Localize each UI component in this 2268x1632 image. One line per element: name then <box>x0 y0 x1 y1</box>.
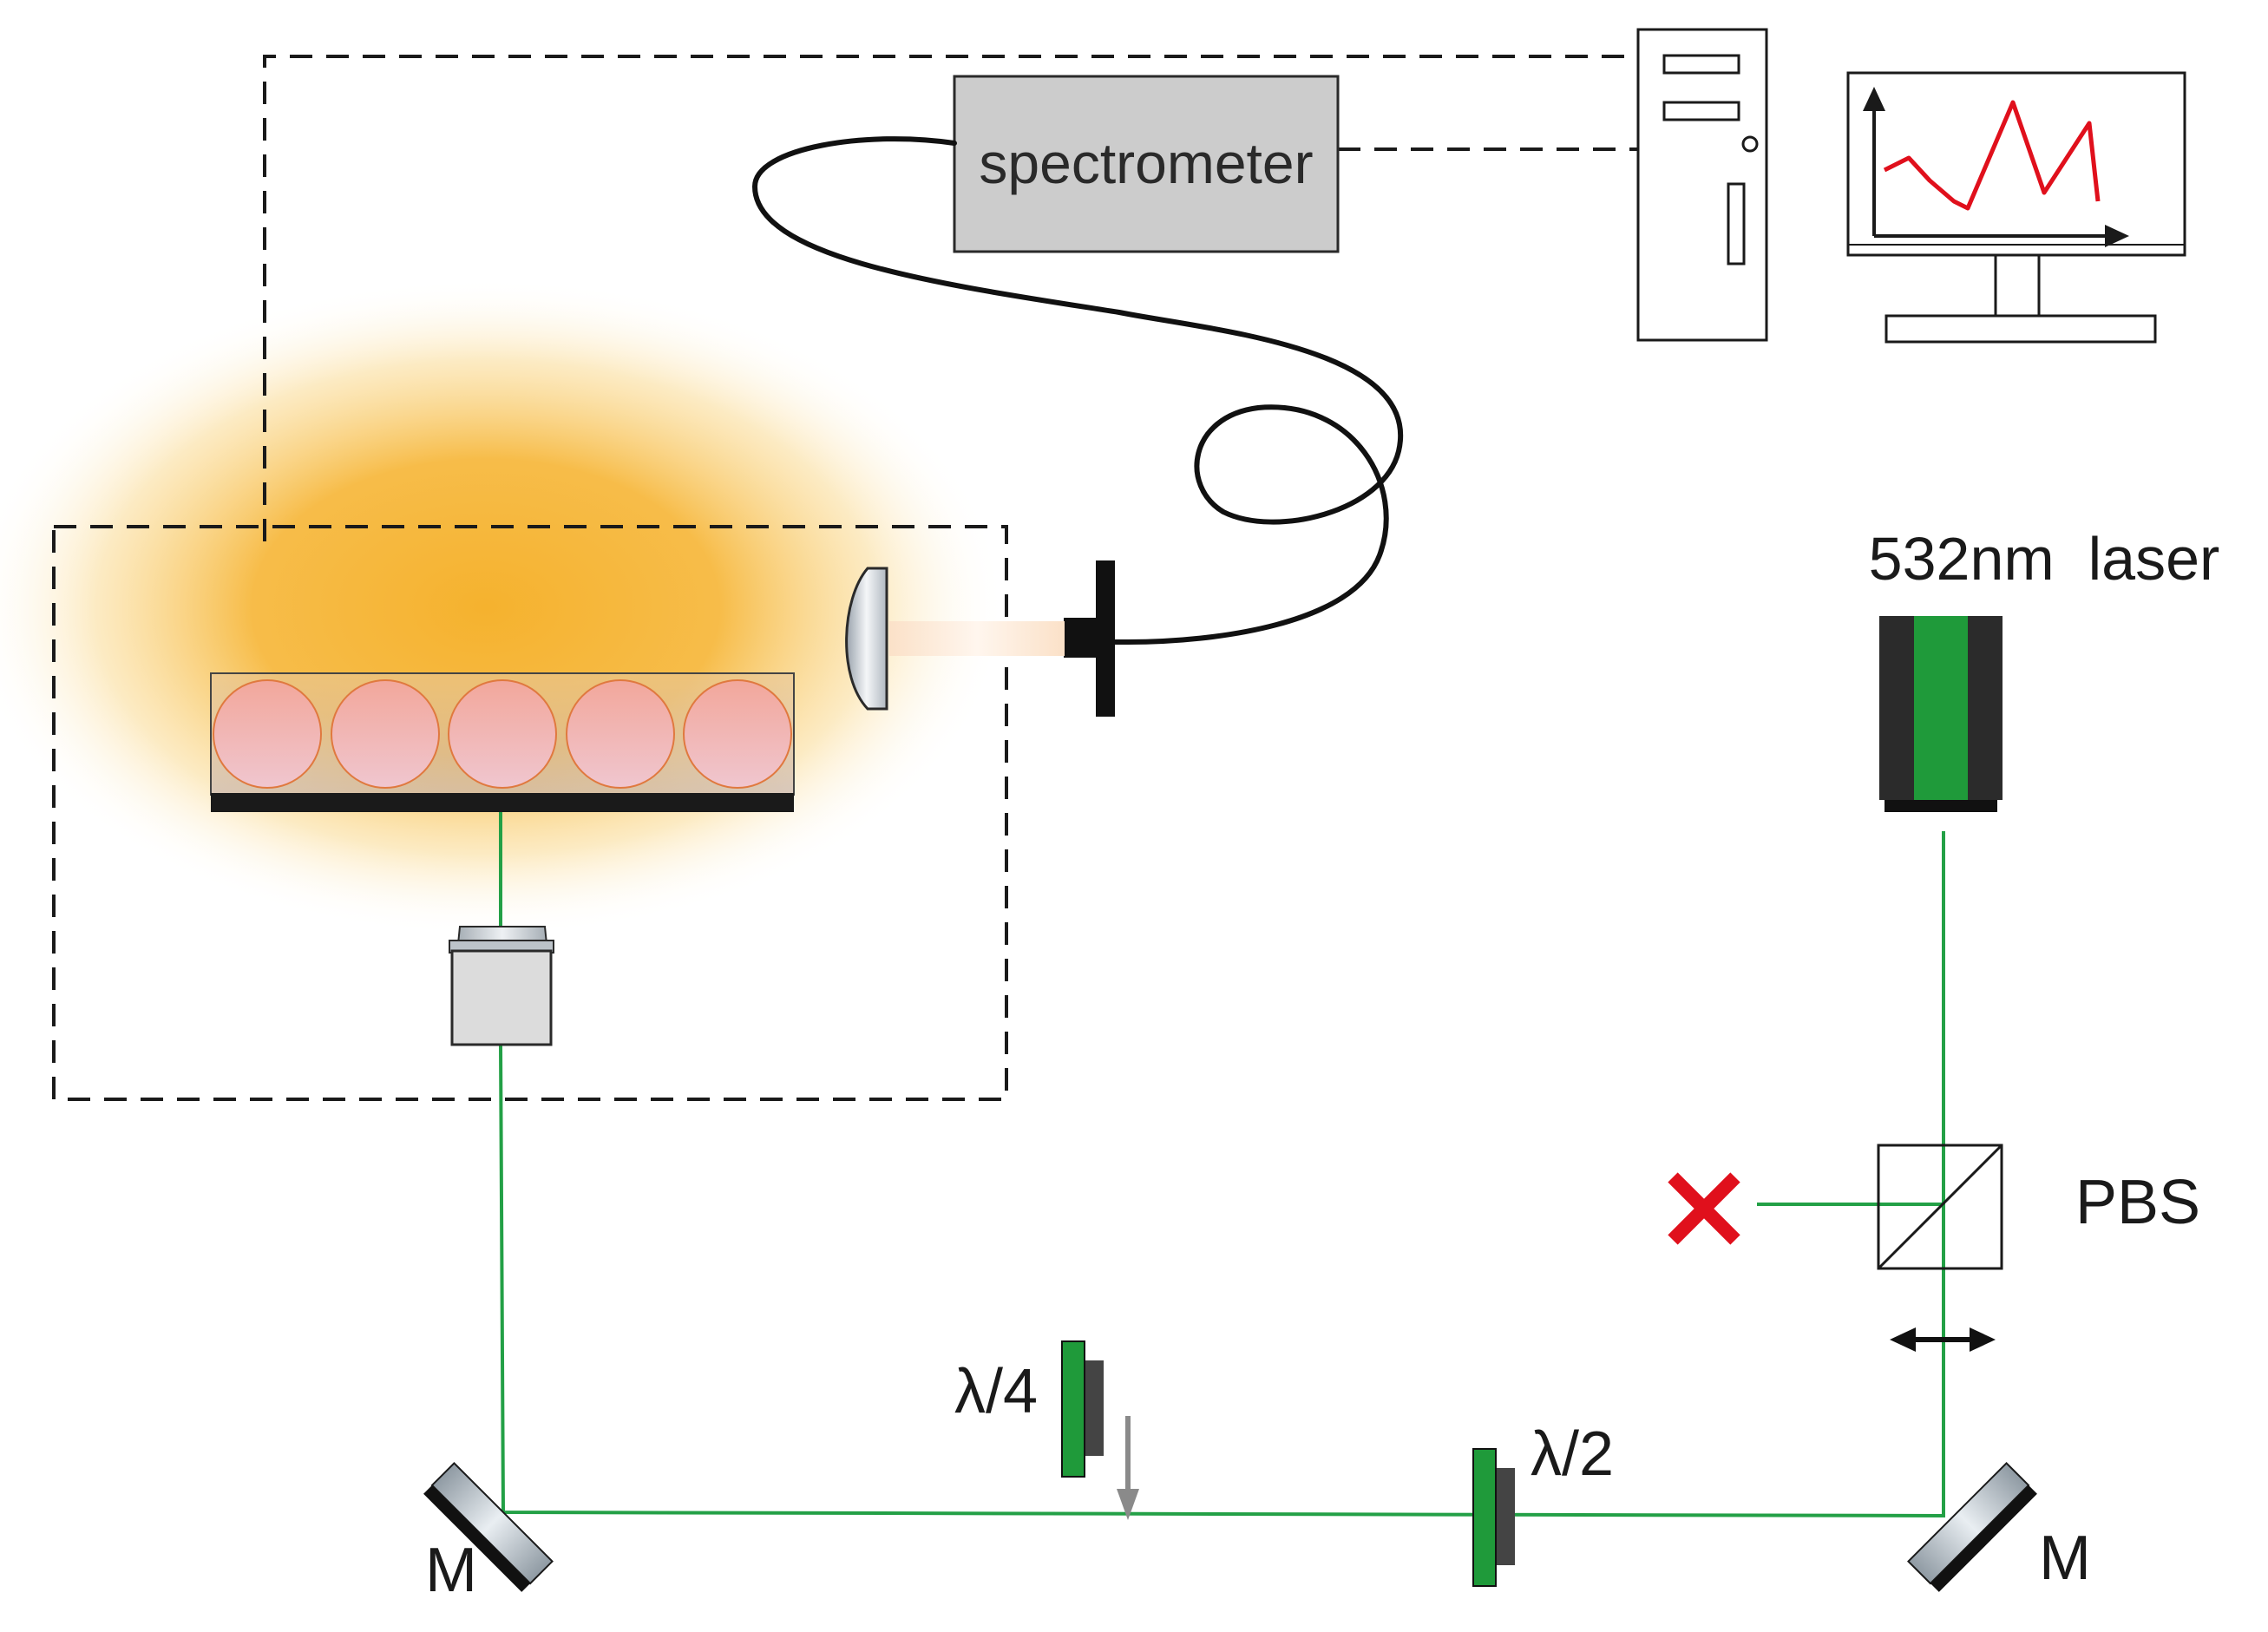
laser-stripe <box>1914 616 1968 800</box>
pbs-label: PBS <box>2075 1168 2200 1237</box>
half-wave-label: λ/2 <box>1531 1419 1614 1489</box>
collected-emission-beam <box>889 621 1065 656</box>
quarter-wave-label: λ/4 <box>954 1357 1038 1426</box>
computer-tower-icon <box>1636 28 1768 342</box>
monitor-icon <box>1846 71 2186 344</box>
pbs-diagonal <box>1877 1144 2003 1270</box>
sample-cell <box>213 679 322 789</box>
laser-beam-path <box>499 812 1945 1518</box>
sample-cell <box>331 679 440 789</box>
beam-block-x-icon <box>1668 1172 1740 1245</box>
laser: 532nm laser <box>1869 525 2220 812</box>
pbs-cube <box>1877 1144 2003 1270</box>
chart-line-icon <box>1863 87 2129 247</box>
fiber-coupler-plate <box>1096 560 1115 717</box>
half-wave-plate-mount <box>1496 1468 1515 1565</box>
objective-body <box>450 949 553 1046</box>
mirror-left <box>423 1462 554 1592</box>
half-wave-plate: λ/2 <box>1472 1419 1614 1587</box>
mirror-left-label: M <box>425 1536 477 1605</box>
mirror-right-label: M <box>2039 1524 2091 1593</box>
spectrometer-label: spectrometer <box>979 131 1313 195</box>
fiber-coupler-body <box>1064 618 1098 658</box>
beam-main <box>499 831 1945 1518</box>
laser-aperture <box>1885 800 1997 812</box>
sample-cell <box>566 679 675 789</box>
laser-label: 532nm laser <box>1869 525 2220 593</box>
quarter-wave-plate: λ/4 <box>954 1340 1104 1478</box>
sample-cell <box>448 679 557 789</box>
sample-enclosure <box>52 525 1008 1101</box>
mirror-right <box>1907 1462 2037 1592</box>
control-cables <box>52 55 1638 1101</box>
sample-cell <box>683 679 792 789</box>
sample-substrate <box>211 793 794 812</box>
quarter-wave-plate-mount <box>1085 1360 1104 1456</box>
quarter-wave-plate-element <box>1061 1340 1085 1478</box>
sample-array <box>210 672 795 812</box>
control-line-stage <box>263 55 1638 541</box>
spectrometer: spectrometer <box>953 75 1340 253</box>
motion-arrow-icon <box>1117 1416 1139 1520</box>
objective-lens <box>449 926 554 1046</box>
spectrometer-box <box>953 75 1340 253</box>
optical-fiber <box>751 136 1404 645</box>
collection-lens <box>845 567 888 711</box>
half-wave-plate-element <box>1472 1448 1497 1587</box>
fiber-coupler <box>1064 560 1115 717</box>
polarizing-beam-splitter: PBS <box>1877 1144 2200 1270</box>
polarization-arrow-icon <box>1890 1327 1996 1352</box>
